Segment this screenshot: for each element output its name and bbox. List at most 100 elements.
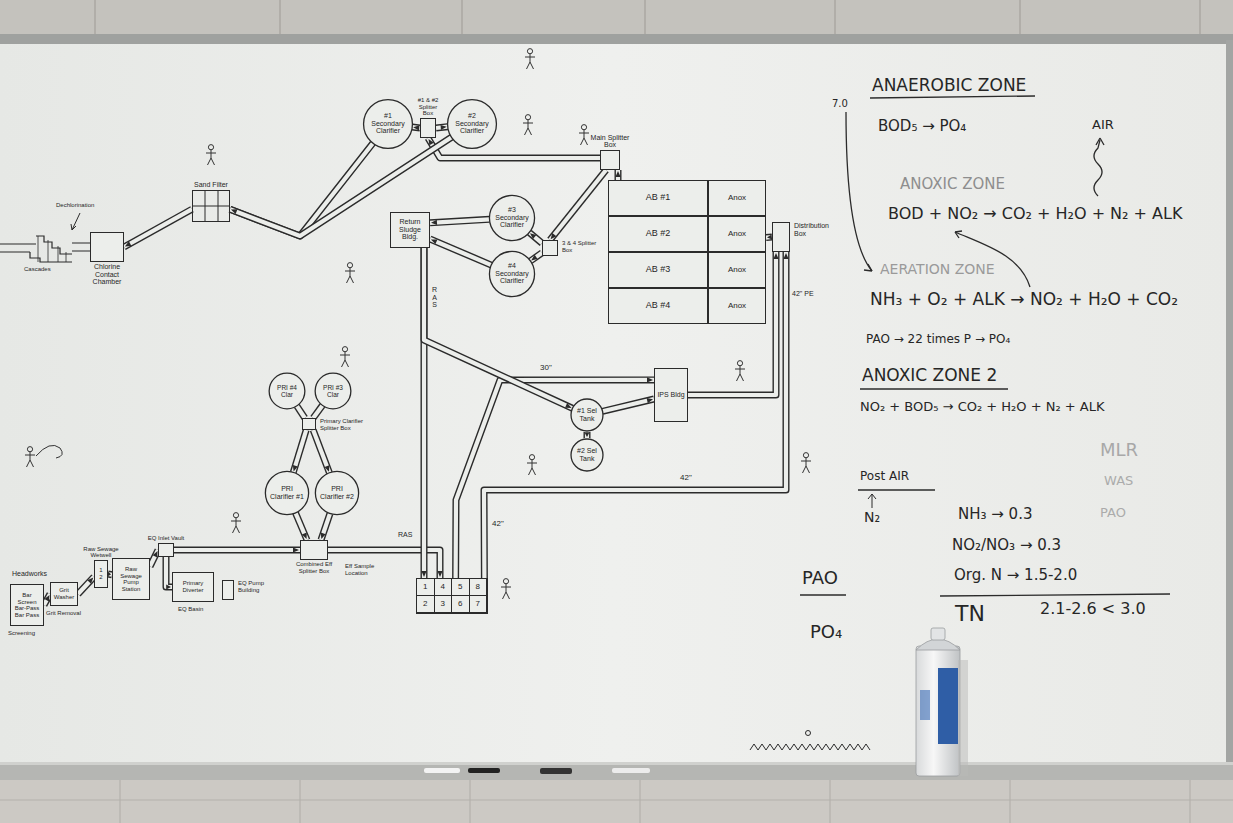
pipe-bore <box>150 550 158 566</box>
box-label: #1 Secondary Clarifier <box>369 112 407 135</box>
pipe-connector <box>321 514 330 541</box>
pipe-bore <box>174 548 300 552</box>
channel-number: 7 <box>470 596 488 613</box>
process-box: AB #4 <box>608 288 708 324</box>
label-stack: AB #3 <box>611 265 706 275</box>
label-stack: IPS Bldg <box>657 391 686 399</box>
can-label <box>938 668 958 744</box>
pipe-wall <box>174 547 300 554</box>
marker-figure <box>340 347 350 367</box>
pipe-wall <box>529 233 542 244</box>
tile-seam <box>95 0 1200 36</box>
pipe-connector <box>150 550 158 566</box>
marker-figure <box>345 263 355 283</box>
flow-arrowhead <box>773 253 778 259</box>
lasso-line <box>36 445 62 458</box>
pipe-connector <box>550 170 606 240</box>
label-stack: PRI Clarifier #1 <box>270 485 304 500</box>
pipe-bore <box>313 405 322 418</box>
label-stack: PRI Clarifier #2 <box>320 485 354 500</box>
board-note: BOD₅ → PO₄ <box>878 118 966 135</box>
label-stack: #4 Secondary Clarifier <box>494 262 530 285</box>
flow-arrowhead <box>647 398 653 403</box>
board-note: PAO → 22 times P → PO₄ <box>866 333 1010 346</box>
marker <box>424 768 460 773</box>
pipe-wall <box>296 513 308 540</box>
channel-number: 1 <box>417 579 435 596</box>
pipe-connector <box>293 430 306 472</box>
box-label: Anox <box>711 266 764 275</box>
board-note: ANAEROBIC ZONE <box>872 76 1026 95</box>
flow-arrowhead <box>153 551 158 558</box>
pipe-wall <box>124 209 192 247</box>
channel-number: 4 <box>435 579 453 596</box>
can-shadow <box>958 660 968 776</box>
box-caption: Main Splitter Box <box>588 134 632 149</box>
pipe-bore <box>424 248 573 408</box>
board-note: Post AIR <box>860 470 909 483</box>
process-box: EQ Inlet Vault <box>158 543 174 557</box>
label-stack: Anox <box>711 266 764 275</box>
pipe-bore <box>313 430 329 473</box>
board-note: Headworks <box>12 570 47 578</box>
label-stack: PRI #3 Clar <box>319 384 347 398</box>
underline <box>858 489 935 490</box>
box-label: 1 <box>97 567 106 574</box>
marker <box>468 768 500 773</box>
box-label: AB #2 <box>611 229 706 239</box>
flow-arrowhead <box>293 547 299 552</box>
marker-figure <box>501 579 511 599</box>
flow-arrowhead <box>531 255 537 261</box>
board-note: ANOXIC ZONE <box>900 176 1005 193</box>
pipe-bore <box>550 170 606 240</box>
tank-circle: PRI #4 Clar <box>268 372 306 410</box>
flow-arrowhead <box>231 209 238 214</box>
process-box: Primary Clarifier Splitter Box <box>302 418 316 430</box>
board-note: PO₄ <box>810 622 842 642</box>
board-note: 7.0 <box>832 98 848 109</box>
arrow-head <box>1096 138 1104 145</box>
pipe-bore <box>78 577 94 594</box>
process-box: Anox <box>708 180 766 216</box>
tank-outline <box>315 471 358 514</box>
marker-tray <box>0 762 1233 780</box>
pipe-connector <box>603 398 655 411</box>
process-box: Distribution Box <box>772 222 790 252</box>
board-note: NH₃ → 0.3 <box>958 506 1032 523</box>
arrow-head <box>955 231 962 238</box>
pipe-connector <box>430 239 491 265</box>
board-note: WAS <box>1104 474 1133 488</box>
tank-outline <box>265 471 308 514</box>
tank-circle: #2 Secondary Clarifier <box>446 98 498 150</box>
box-label: Grit Washer <box>53 587 76 600</box>
pipe-bore <box>529 233 542 244</box>
underline <box>870 96 1035 98</box>
board-note: BOD + NO₂ → CO₂ + H₂O + N₂ + ALK <box>888 205 1182 223</box>
box-label: #4 Secondary Clarifier <box>494 262 530 285</box>
box-caption: Combined Eff Splitter Box <box>289 561 339 574</box>
tank-outline <box>489 251 534 296</box>
box-label: Bar Screen Bar-Pass Bar Pass <box>13 592 42 618</box>
marker <box>612 768 650 773</box>
pipe-connector <box>313 405 322 418</box>
flow-arrowhead <box>565 403 572 408</box>
channel-number: 2 <box>417 596 435 613</box>
board-note: NO₂/NO₃ → 0.3 <box>952 537 1061 554</box>
label-stack: #1 Secondary Clarifier <box>369 112 407 135</box>
spray-can <box>916 628 968 776</box>
label-stack: Raw Sewage Pump Station <box>115 566 148 592</box>
box-label: PRI Clarifier #2 <box>320 485 354 500</box>
label-stack: 12 <box>97 567 106 580</box>
board-note: EQ Basin <box>178 606 203 613</box>
board-frame <box>1226 40 1233 780</box>
pipe-connector <box>584 432 589 438</box>
pipe-bore <box>585 432 589 438</box>
label-stack: Anox <box>711 230 764 239</box>
flow-arrowhead <box>437 571 442 577</box>
pipe-wall <box>297 406 305 418</box>
tank-outline <box>269 373 305 409</box>
marker-tray <box>0 762 1233 765</box>
pipe-wall <box>230 143 373 236</box>
tank-circle: PRI #3 Clar <box>314 372 352 410</box>
